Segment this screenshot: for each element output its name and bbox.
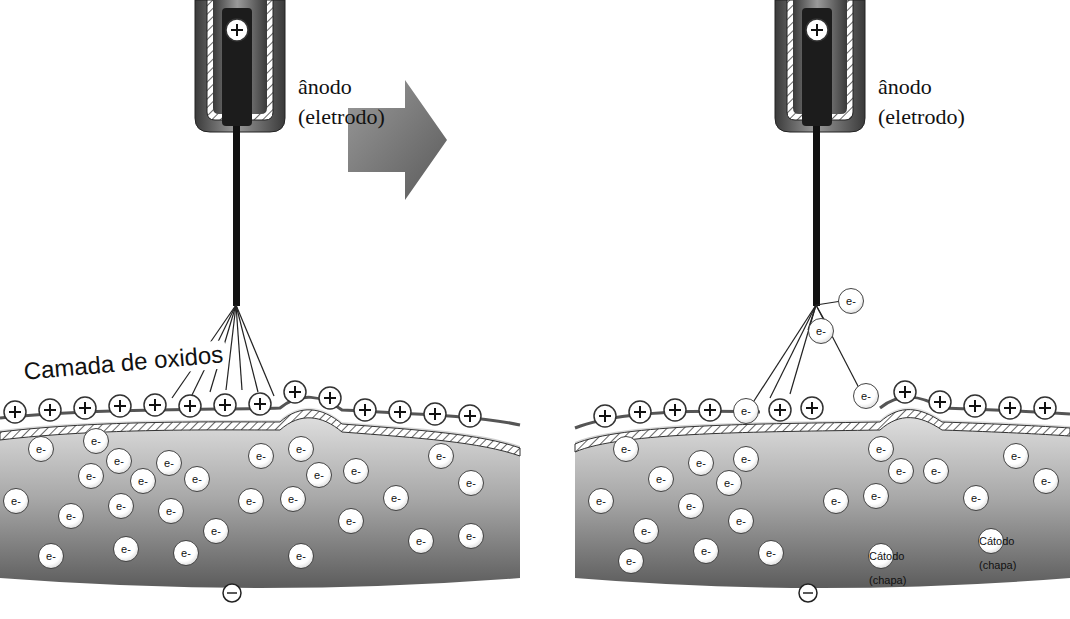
- electron: e-: [823, 488, 849, 514]
- electron: e-: [678, 493, 704, 519]
- electron: e-: [343, 458, 369, 484]
- electron: e-: [288, 436, 314, 462]
- electron: e-: [758, 540, 784, 566]
- electron: e-: [868, 436, 894, 462]
- electron: e-: [238, 488, 264, 514]
- oxide-layer-label: Camada de oxidos: [20, 340, 228, 386]
- cathode-plate: [575, 397, 1070, 588]
- electron: e-: [588, 488, 614, 514]
- electron: e-: [733, 446, 759, 472]
- electron: e-: [173, 540, 199, 566]
- electron: e-: [280, 486, 306, 512]
- electron: e-: [288, 543, 314, 569]
- electron: e-: [113, 536, 139, 562]
- electron: e-: [130, 468, 156, 494]
- electron: e-: [203, 518, 229, 544]
- electron: e-: [808, 318, 834, 344]
- electron: e-: [728, 508, 754, 534]
- electron: e-: [633, 518, 659, 544]
- electron: e-: [648, 466, 674, 492]
- electron: e-: [158, 498, 184, 524]
- cathode-plate: [0, 397, 520, 588]
- electron: e-: [888, 458, 914, 484]
- electron: e-: [716, 470, 742, 496]
- anode-label: ânodo (eletrodo): [298, 72, 416, 132]
- electron: e-: [1033, 468, 1059, 494]
- electron: e-: [458, 470, 484, 496]
- electron: e-: [383, 485, 409, 511]
- electron: e-: [78, 463, 104, 489]
- electron: e-: [184, 466, 210, 492]
- electron: e-: [458, 523, 484, 549]
- electron: e-: [338, 508, 364, 534]
- electron: Cátodo (chapa): [868, 543, 894, 569]
- electron: e-: [306, 462, 332, 488]
- electron: e-: [688, 450, 714, 476]
- electron: e-: [613, 436, 639, 462]
- electron: e-: [863, 483, 889, 509]
- minus-symbol: [223, 584, 817, 602]
- electron: e-: [108, 493, 134, 519]
- electron: e-: [693, 538, 719, 564]
- electron: e-: [106, 448, 132, 474]
- electron: e-: [923, 458, 949, 484]
- electron: e-: [618, 548, 644, 574]
- arc-lines: [172, 300, 860, 404]
- electron: e-: [3, 488, 29, 514]
- anode-holder: [775, 0, 865, 306]
- electron: e-: [1003, 443, 1029, 469]
- electron: e-: [28, 436, 54, 462]
- electron: e-: [58, 503, 84, 529]
- electron: e-: [428, 443, 454, 469]
- electron: e-: [963, 485, 989, 511]
- electron: e-: [83, 428, 109, 454]
- transition-arrow: [348, 80, 447, 200]
- anode-label: ânodo (eletrodo): [878, 72, 996, 132]
- electron: e-: [853, 383, 879, 409]
- electron: e-: [408, 528, 434, 554]
- oxide-ions: [4, 381, 1056, 427]
- electron: e-: [838, 288, 864, 314]
- electron: e-: [248, 443, 274, 469]
- electron: e-: [38, 543, 64, 569]
- anode-holder: [195, 0, 285, 306]
- electron: e-: [733, 398, 759, 424]
- electron: e-: [156, 450, 182, 476]
- electron: Cátodo (chapa): [978, 528, 1004, 554]
